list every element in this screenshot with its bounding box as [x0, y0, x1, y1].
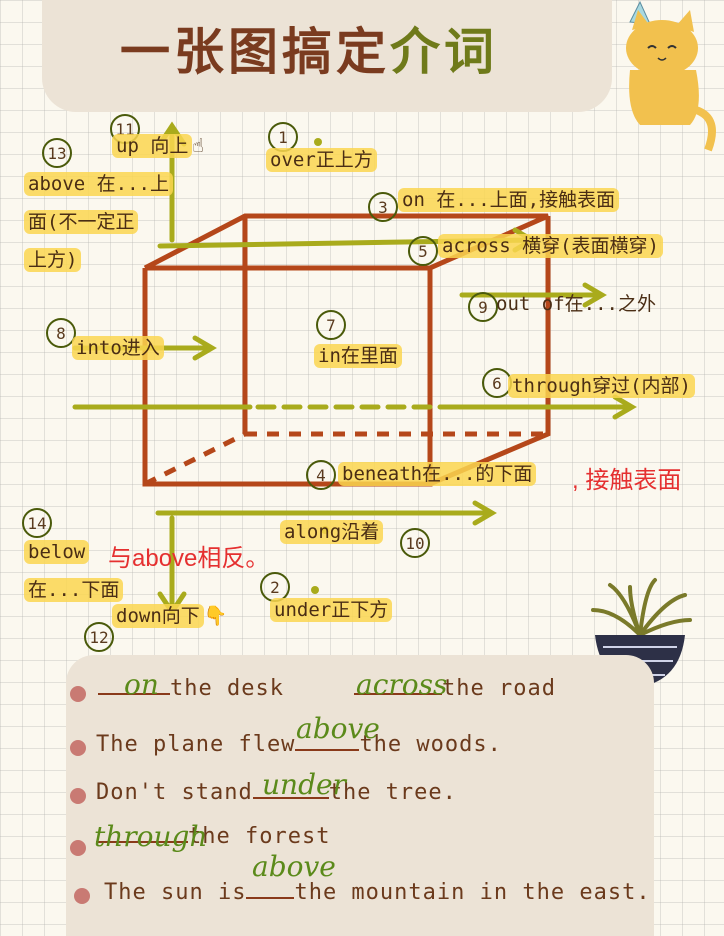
number-badge-8: 8 [46, 318, 76, 348]
label-up: up 向上☝ [112, 134, 204, 160]
label-into: into进入 [72, 336, 164, 362]
label-above-line2: 面(不一定正 [24, 210, 139, 236]
exercise-1b-post: the road [442, 676, 556, 701]
cat-illustration [626, 0, 716, 152]
label-along: along沿着 [280, 520, 384, 546]
exercise-1b: the road [354, 676, 556, 701]
label-above-line1: above 在...上 [24, 172, 173, 198]
number-badge-3: 3 [368, 192, 398, 222]
answer-blank-5 [246, 897, 295, 899]
bullet-5 [74, 888, 90, 904]
exercise-panel [66, 655, 654, 936]
label-below: below [24, 540, 90, 566]
title-part-1: 一张图搞定 [120, 22, 390, 81]
title-part-2: 介词 [390, 22, 498, 81]
answer-blank-1b [354, 693, 442, 695]
answer-blank-2 [295, 749, 360, 751]
number-badge-12: 12 [84, 622, 114, 652]
answer-blank-1 [98, 693, 170, 695]
answer-5: above [252, 850, 336, 883]
label-under: under正下方 [270, 598, 393, 624]
answer-1b: across [356, 668, 448, 701]
label-above-line3: 上方) [24, 248, 82, 274]
label-beneath: beneath在...的下面 [338, 462, 537, 488]
hand-up-icon: ☝ [192, 135, 204, 157]
answer-blank-4 [96, 841, 188, 843]
hand-down-icon: 👇 [203, 605, 228, 627]
bullet-3 [70, 788, 86, 804]
number-badge-9: 9 [468, 292, 498, 322]
label-on: on 在...上面,接触表面 [398, 188, 620, 214]
label-over: over正上方 [266, 148, 377, 174]
number-badge-13: 13 [42, 138, 72, 168]
exercise-1: the desk [98, 676, 284, 701]
label-down: down向下👇 [112, 604, 227, 630]
title-banner [42, 0, 612, 112]
bullet-2 [70, 740, 86, 756]
answer-1: on [124, 668, 159, 701]
number-badge-14: 14 [22, 508, 52, 538]
note-below: 与above相反。 [108, 545, 270, 572]
page-title: 一张图搞定介词 [120, 12, 498, 84]
answer-3: under [262, 768, 346, 801]
answer-2: above [296, 712, 380, 745]
bullet-1 [70, 686, 86, 702]
exercise-4: the forest [96, 824, 330, 849]
label-through: through穿过(内部) [508, 374, 695, 400]
bullet-4 [70, 840, 86, 856]
note-beneath: , 接触表面 [572, 467, 682, 494]
number-badge-4: 4 [306, 460, 336, 490]
label-across: across 横穿(表面横穿) [438, 234, 663, 260]
exercise-1-post: the desk [170, 676, 284, 701]
number-badge-7: 7 [316, 310, 346, 340]
answer-blank-3 [252, 797, 329, 799]
number-badge-5: 5 [408, 236, 438, 266]
answer-4: through [94, 820, 208, 853]
number-badge-10: 10 [400, 528, 430, 558]
label-below-line2: 在...下面 [24, 578, 124, 604]
label-in: in在里面 [314, 344, 402, 370]
label-out-of: out of在...之外 [496, 293, 656, 315]
